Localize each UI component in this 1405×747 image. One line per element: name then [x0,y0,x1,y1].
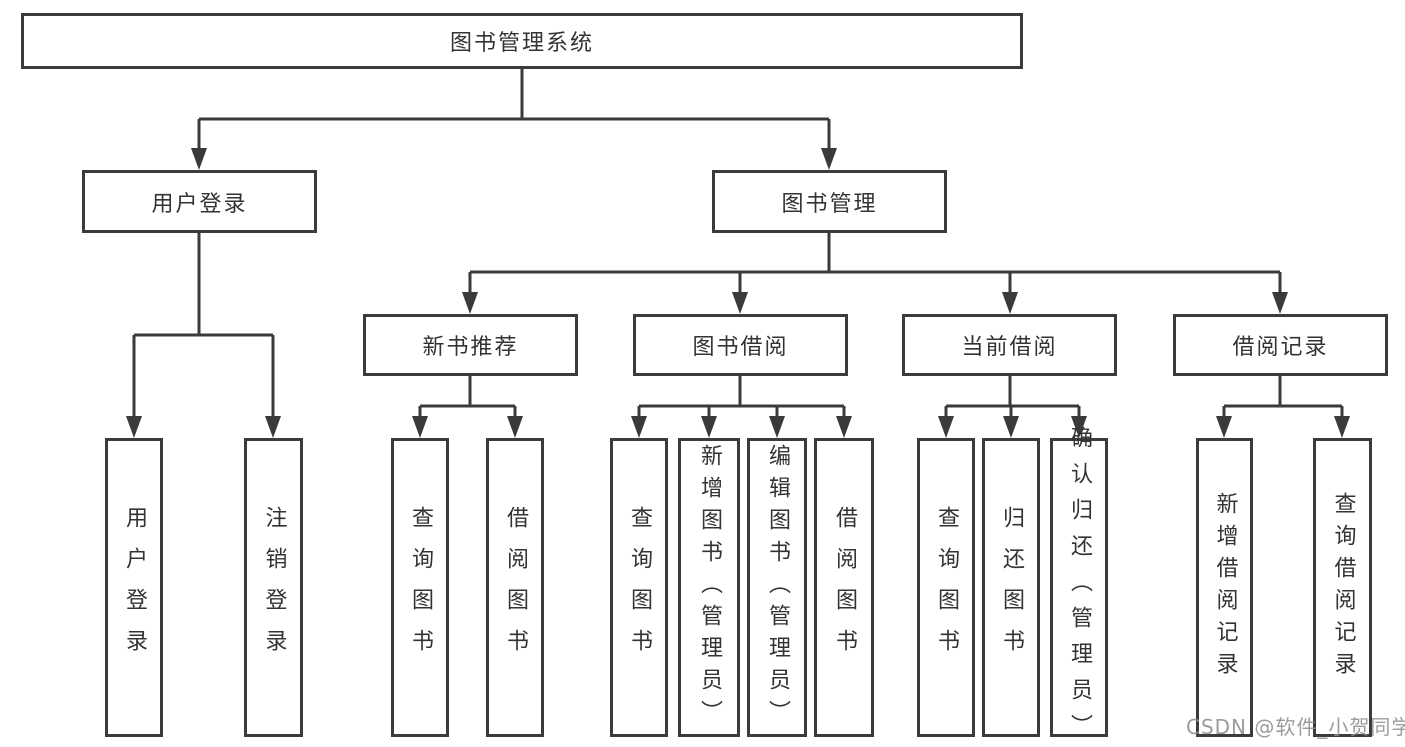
leaf-borrow-books-recommend-label: 借阅图书 [503,505,528,670]
arrow-down-icon [821,148,837,170]
leaf-edit-books-admin: 编辑图书（管理员） [747,438,807,737]
arrow-down-icon [265,416,281,438]
node-borrowing-records-label: 借阅记录 [1232,335,1329,360]
leaf-query-books-borrowing: 查询图书 [610,438,668,737]
node-book-management-label: 图书管理 [781,191,878,217]
node-book-borrowing: 图书借阅 [633,314,848,376]
arrow-down-icon [1003,416,1019,438]
arrow-down-icon [1002,292,1018,314]
node-current-borrowing-label: 当前借阅 [961,335,1058,360]
leaf-user-login: 用户登录 [105,438,163,737]
arrow-down-icon [938,416,954,438]
node-book-borrowing-label: 图书借阅 [692,335,789,360]
arrow-down-icon [1216,416,1232,438]
leaf-query-books-recommend-label: 查询图书 [408,505,433,670]
leaf-return-books: 归还图书 [982,438,1040,737]
arrow-down-icon [412,416,428,438]
connector-book-management-children [468,233,1282,296]
arrow-down-icon [462,292,478,314]
leaf-query-borrowing-record-label: 查询借阅记录 [1330,491,1356,684]
leaf-query-books-borrowing-label: 查询图书 [627,505,652,670]
arrow-down-icon [126,416,142,438]
node-user-login: 用户登录 [82,170,317,233]
leaf-add-books-admin: 新增图书（管理员） [678,438,740,737]
watermark: CSDN @软件_小贺同学 [1186,715,1405,739]
leaf-add-borrowing-record-label: 新增借阅记录 [1212,491,1238,684]
leaf-logout: 注销登录 [244,438,303,737]
leaf-confirm-return-admin: 确认归还（管理员） [1050,426,1108,747]
arrow-down-icon [191,148,207,170]
leaf-borrow-books: 借阅图书 [814,438,874,737]
arrow-down-icon [732,292,748,314]
leaf-borrow-books-recommend: 借阅图书 [486,438,544,737]
leaf-add-borrowing-record: 新增借阅记录 [1196,438,1253,737]
leaf-return-books-label: 归还图书 [999,505,1024,670]
connector-current-borrowing-children [944,376,1081,420]
node-root: 图书管理系统 [21,13,1023,69]
leaf-borrow-books-label: 借阅图书 [832,505,857,670]
leaf-logout-label: 注销登录 [261,505,287,670]
connector-root-to-level2 [197,69,831,152]
leaf-user-login-label: 用户登录 [122,505,147,670]
arrow-down-icon [769,416,785,438]
arrow-down-icon [1272,292,1288,314]
arrow-down-icon [701,416,717,438]
arrow-down-icon [507,416,523,438]
leaf-add-books-admin-label: 新增图书（管理员） [697,443,722,732]
node-new-book-recommend-label: 新书推荐 [422,335,519,360]
leaf-confirm-return-admin-label: 确认归还（管理员） [1067,425,1092,747]
leaf-query-borrowing-record: 查询借阅记录 [1313,438,1372,737]
connector-user-login-children [132,233,275,420]
arrow-down-icon [1334,416,1350,438]
leaf-query-books-current-label: 查询图书 [934,505,959,670]
node-user-login-label: 用户登录 [151,191,248,217]
node-borrowing-records: 借阅记录 [1173,314,1388,376]
arrow-down-icon [836,416,852,438]
connector-new-book-recommend-children [418,376,517,420]
connector-borrowing-records-children [1222,376,1344,420]
node-current-borrowing: 当前借阅 [902,314,1117,376]
connector-book-borrowing-children [637,376,846,420]
leaf-edit-books-admin-label: 编辑图书（管理员） [765,443,790,732]
node-book-management: 图书管理 [712,170,947,233]
node-new-book-recommend: 新书推荐 [363,314,578,376]
arrow-down-icon [631,416,647,438]
leaf-query-books-recommend: 查询图书 [391,438,449,737]
node-root-label: 图书管理系统 [449,31,594,56]
leaf-query-books-current: 查询图书 [917,438,975,737]
